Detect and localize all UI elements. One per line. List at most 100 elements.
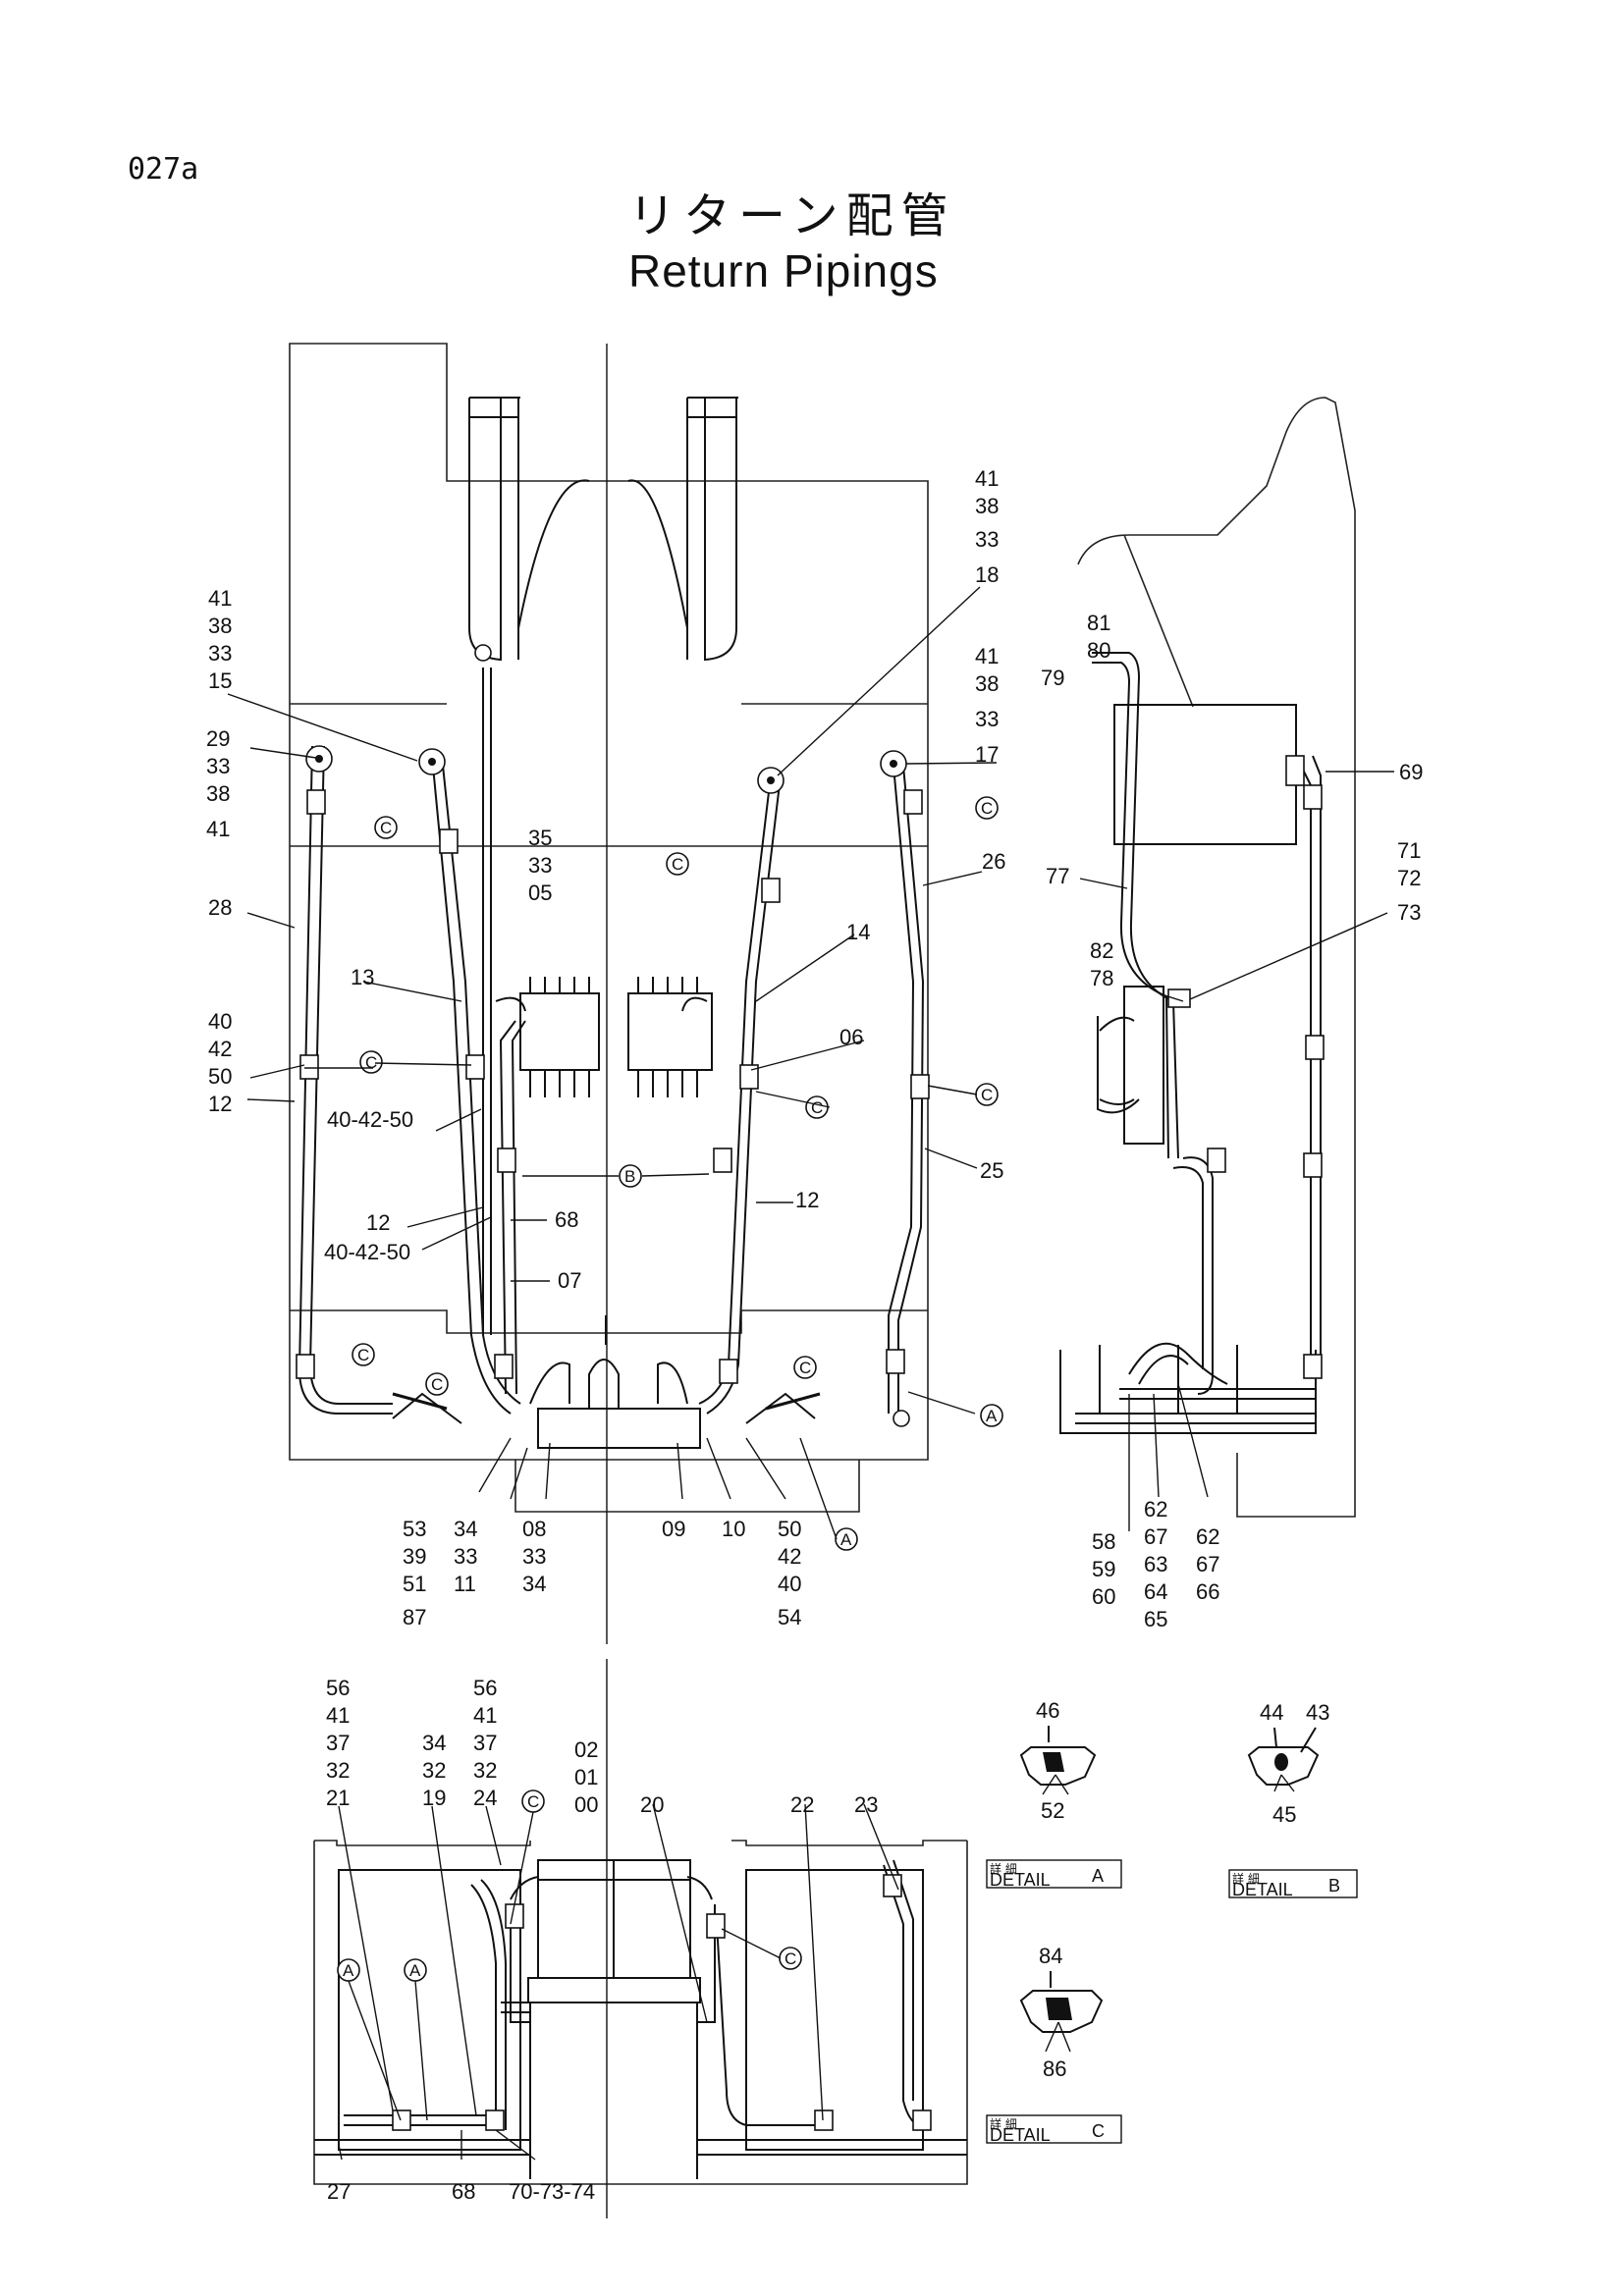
svg-text:53: 53 [403, 1517, 426, 1541]
svg-text:33: 33 [206, 754, 230, 778]
svg-text:22: 22 [790, 1792, 814, 1817]
svg-text:81: 81 [1087, 611, 1110, 635]
svg-text:29: 29 [206, 726, 230, 751]
svg-text:05: 05 [528, 881, 552, 905]
svg-text:23: 23 [854, 1792, 878, 1817]
svg-text:A: A [1092, 1866, 1104, 1886]
svg-text:33: 33 [454, 1544, 477, 1569]
svg-text:45: 45 [1272, 1802, 1296, 1827]
title-japanese: リターン配管 [628, 188, 956, 243]
svg-text:B: B [624, 1167, 635, 1186]
svg-text:C: C [1092, 2121, 1105, 2141]
svg-text:50: 50 [208, 1064, 232, 1089]
svg-text:32: 32 [422, 1758, 446, 1783]
svg-text:41: 41 [326, 1703, 350, 1728]
svg-text:A: A [343, 1961, 354, 1980]
svg-text:40: 40 [778, 1572, 801, 1596]
svg-text:17: 17 [975, 742, 999, 767]
svg-text:32: 32 [473, 1758, 497, 1783]
detail-a: 46 52 詳 細 DETAIL A [986, 1698, 1122, 1890]
svg-text:66: 66 [1196, 1579, 1219, 1604]
svg-text:38: 38 [975, 494, 999, 518]
svg-text:40-42-50: 40-42-50 [327, 1107, 413, 1132]
svg-text:38: 38 [208, 614, 232, 638]
svg-text:62: 62 [1144, 1497, 1167, 1522]
svg-text:C: C [357, 1346, 369, 1364]
svg-text:12: 12 [366, 1210, 390, 1235]
svg-text:19: 19 [422, 1786, 446, 1810]
svg-text:C: C [784, 1949, 796, 1968]
svg-text:12: 12 [795, 1188, 819, 1212]
svg-text:21: 21 [326, 1786, 350, 1810]
rear-view-leaders [338, 1803, 899, 2161]
pipe-end-fittings [305, 644, 910, 1427]
svg-text:41: 41 [975, 466, 999, 491]
svg-text:08: 08 [522, 1517, 546, 1541]
svg-text:79: 79 [1041, 666, 1064, 690]
svg-text:A: A [409, 1961, 421, 1980]
svg-text:72: 72 [1397, 866, 1421, 890]
svg-text:28: 28 [208, 895, 232, 920]
svg-text:C: C [981, 799, 993, 818]
svg-text:33: 33 [975, 527, 999, 552]
svg-text:44: 44 [1260, 1700, 1283, 1725]
svg-text:32: 32 [326, 1758, 350, 1783]
side-view-labels: 81 80 79 69 77 71 72 73 82 78 58 59 60 6… [1041, 611, 1423, 1631]
detail-c: 84 86 詳 細 DETAIL C [986, 1944, 1122, 2145]
svg-text:51: 51 [403, 1572, 426, 1596]
svg-text:68: 68 [452, 2179, 475, 2204]
svg-text:06: 06 [839, 1025, 863, 1049]
svg-text:00: 00 [574, 1792, 598, 1817]
svg-text:70-73-74: 70-73-74 [509, 2179, 595, 2204]
svg-text:46: 46 [1036, 1698, 1059, 1723]
svg-text:C: C [811, 1098, 823, 1117]
svg-text:56: 56 [326, 1676, 350, 1700]
svg-text:63: 63 [1144, 1552, 1167, 1576]
rear-view-callouts: C C A A [337, 1789, 802, 1982]
svg-text:33: 33 [528, 853, 552, 878]
svg-text:38: 38 [206, 781, 230, 806]
side-view-leaders [1079, 771, 1394, 1531]
plan-view [289, 343, 930, 1644]
control-valves [519, 977, 713, 1097]
svg-text:42: 42 [778, 1544, 801, 1569]
svg-text:20: 20 [640, 1792, 664, 1817]
svg-text:54: 54 [778, 1605, 801, 1629]
svg-text:14: 14 [846, 920, 870, 944]
svg-text:34: 34 [454, 1517, 477, 1541]
svg-text:10: 10 [722, 1517, 745, 1541]
side-view [1059, 397, 1356, 1518]
plan-view-labels: 41 38 33 15 29 33 38 41 28 13 40 42 50 1… [206, 466, 1005, 1629]
svg-text:C: C [799, 1359, 811, 1377]
svg-text:詳 細: 詳 細 [990, 2116, 1017, 2131]
page-code: 027a [128, 152, 198, 187]
svg-text:86: 86 [1043, 2056, 1066, 2081]
svg-text:07: 07 [558, 1268, 581, 1293]
svg-text:37: 37 [473, 1731, 497, 1755]
svg-text:C: C [431, 1375, 443, 1394]
svg-text:87: 87 [403, 1605, 426, 1629]
svg-text:18: 18 [975, 562, 999, 587]
svg-text:39: 39 [403, 1544, 426, 1569]
svg-text:82: 82 [1090, 938, 1113, 963]
svg-text:26: 26 [982, 849, 1005, 874]
svg-text:C: C [527, 1792, 539, 1811]
plan-view-callouts: C C C C C C B C C C A A [352, 796, 1003, 1551]
svg-text:35: 35 [528, 826, 552, 850]
svg-text:69: 69 [1399, 760, 1423, 784]
svg-text:C: C [672, 855, 683, 874]
svg-text:15: 15 [208, 668, 232, 693]
svg-text:62: 62 [1196, 1524, 1219, 1549]
svg-text:24: 24 [473, 1786, 497, 1810]
return-pipes [298, 667, 925, 1424]
svg-text:詳 細: 詳 細 [990, 1861, 1017, 1876]
svg-text:B: B [1328, 1876, 1340, 1896]
svg-text:67: 67 [1144, 1524, 1167, 1549]
svg-text:DETAIL: DETAIL [1232, 1880, 1293, 1899]
plan-view-leaders [227, 586, 998, 1540]
svg-text:41: 41 [208, 586, 232, 611]
svg-text:56: 56 [473, 1676, 497, 1700]
svg-text:41: 41 [206, 817, 230, 841]
svg-text:詳 細: 詳 細 [1232, 1871, 1260, 1886]
